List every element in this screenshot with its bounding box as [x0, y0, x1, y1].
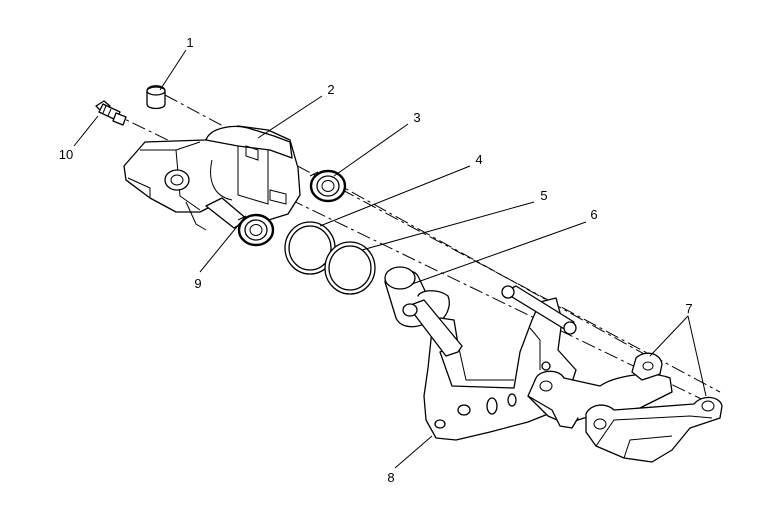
leader-1 — [159, 49, 187, 91]
leader-7b — [687, 315, 707, 397]
callout-6: 6 — [590, 207, 597, 222]
bracket-guide-pins — [402, 285, 577, 357]
leader-5 — [361, 201, 535, 251]
part-4-ring — [284, 221, 336, 275]
leader-2 — [257, 95, 323, 139]
callout-7: 7 — [685, 301, 692, 316]
callout-3: 3 — [413, 110, 420, 125]
part-5-ring — [324, 241, 376, 295]
part-7-brake-pads — [527, 352, 723, 463]
callout-9: 9 — [194, 276, 201, 291]
leader-lines — [73, 49, 707, 469]
callout-5: 5 — [540, 188, 547, 203]
leader-3 — [333, 123, 409, 177]
leader-8 — [394, 435, 433, 469]
leader-7a — [649, 315, 689, 357]
leader-6 — [411, 221, 587, 285]
leader-10 — [73, 115, 99, 147]
part-10-bleeder-screw — [95, 100, 127, 126]
leader-4 — [319, 165, 471, 227]
part-6-piston — [384, 266, 450, 328]
leader-9 — [199, 217, 245, 273]
callout-labels: 1 2 3 4 5 6 7 8 9 10 — [59, 35, 693, 485]
callout-2: 2 — [327, 82, 334, 97]
callout-10: 10 — [59, 147, 73, 162]
part-9-piston-seal — [237, 213, 275, 247]
callout-1: 1 — [186, 35, 193, 50]
part-1-cap — [146, 85, 166, 110]
callout-8: 8 — [387, 470, 394, 485]
part-3-piston-seal — [309, 169, 347, 203]
part-2-caliper-body — [123, 125, 301, 231]
callout-4: 4 — [475, 152, 482, 167]
